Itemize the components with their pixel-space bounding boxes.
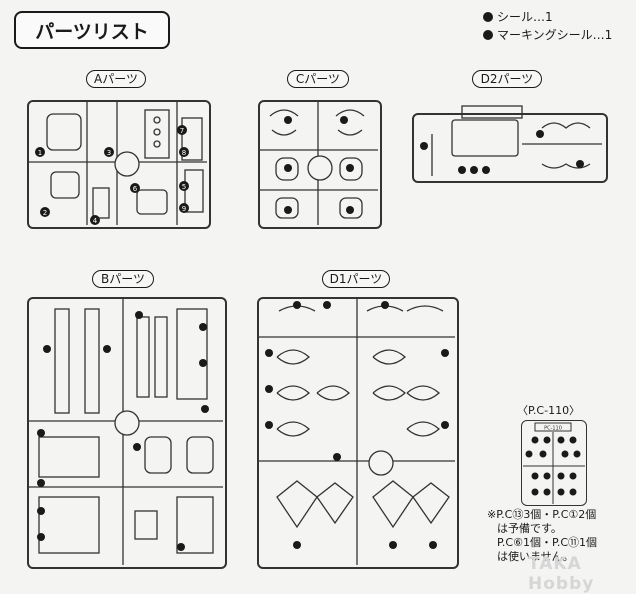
legend-seal-text: シール…1: [497, 10, 553, 24]
part-num: 9: [182, 205, 186, 213]
spare-parts-note: ※P.C⑬3個・P.C①2個 は予備です。 P.C⑥1個・P.C⑪1個 は使いま…: [487, 508, 597, 564]
pc-110-tag: PC-110: [544, 426, 562, 432]
note-line: は予備です。: [497, 522, 562, 535]
part-num: 2: [43, 209, 47, 217]
part-num: 4: [93, 217, 98, 225]
legend-item-marking: マーキングシール…1: [483, 26, 612, 44]
part-num: 5: [182, 183, 186, 191]
part-num: 3: [107, 149, 111, 157]
part-num: 1: [38, 149, 42, 157]
runner-c-label: Cパーツ: [287, 70, 349, 88]
legend-item-seal: シール…1: [483, 8, 612, 26]
part-num: 6: [133, 185, 138, 193]
runner-d2-label: D2パーツ: [472, 70, 542, 88]
bullet-icon: [483, 30, 493, 40]
legend: シール…1 マーキングシール…1: [483, 8, 612, 44]
runner-b-frame: [27, 297, 227, 569]
runner-d1-diagram: [259, 299, 455, 565]
runner-d2-diagram: [420, 105, 602, 176]
pc-110-diagram: PC-110: [523, 422, 585, 504]
runner-a-label: Aパーツ: [86, 70, 146, 88]
part-num: 8: [182, 149, 186, 157]
runner-c-frame: [258, 100, 382, 229]
runner-b-diagram: [29, 299, 223, 565]
runner-c-diagram: [260, 102, 378, 225]
runner-d2-frame: [412, 113, 608, 183]
runner-d1-frame: [257, 297, 459, 569]
runner-a-diagram: 1 2 3 4 6 7 8 5 9: [29, 102, 207, 225]
runner-a-frame: [27, 100, 211, 229]
legend-marking-text: マーキングシール…1: [497, 28, 613, 42]
watermark: TAKA Hobby: [528, 554, 595, 594]
runner-b-label: Bパーツ: [92, 270, 154, 288]
page-title: パーツリスト: [14, 11, 170, 49]
pc-110-label: 〈P.C-110〉: [517, 404, 581, 417]
part-num: 7: [180, 127, 184, 135]
bullet-icon: [483, 12, 493, 22]
pc-110-frame: [521, 420, 587, 506]
note-line: は使いません。: [497, 550, 574, 563]
note-line: P.C⑥1個・P.C⑪1個: [497, 536, 598, 549]
note-line: ※P.C⑬3個・P.C①2個: [487, 508, 597, 521]
runner-d1-label: D1パーツ: [322, 270, 390, 288]
